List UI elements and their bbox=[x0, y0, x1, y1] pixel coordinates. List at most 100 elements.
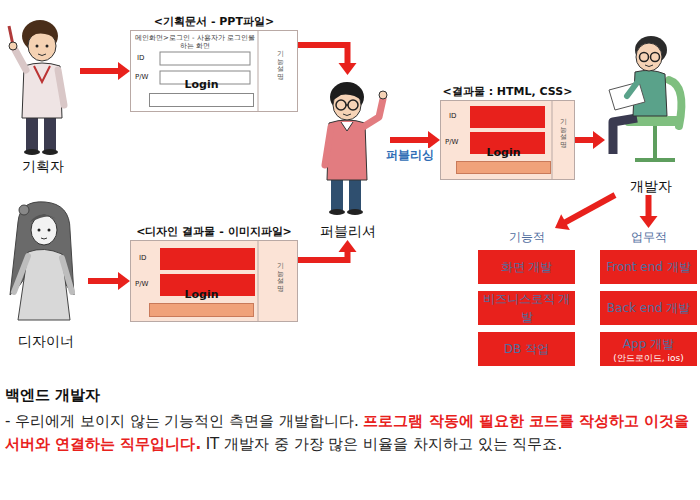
person-figure: 디자이너 bbox=[3, 200, 88, 350]
flow-arrow bbox=[298, 240, 357, 260]
task-box: Back end 개발 bbox=[600, 291, 697, 325]
flow-arrow bbox=[640, 195, 658, 228]
shoe bbox=[42, 149, 58, 155]
mockup-ground bbox=[130, 30, 298, 112]
screen-mockup: <기획문서 - PPT파일>메인화면>로그인 - 사용자가 로그인을 하는 화면… bbox=[130, 30, 298, 112]
mockup-ground bbox=[440, 100, 575, 180]
arrow-head bbox=[428, 131, 440, 149]
mouth bbox=[41, 238, 47, 239]
input-field bbox=[160, 52, 250, 65]
mouth bbox=[343, 114, 351, 116]
glasses bbox=[651, 53, 660, 62]
publisher-figure bbox=[325, 82, 387, 215]
screen-mockups bbox=[130, 30, 575, 322]
task-box: 비즈니스로직 개발 bbox=[478, 291, 575, 325]
node-text: 디자이너 bbox=[0, 333, 94, 350]
node-text: Front end 개발 bbox=[606, 258, 691, 276]
node-text: 기획자 bbox=[0, 158, 86, 175]
input-field bbox=[160, 248, 255, 270]
person-figure: 기획자 bbox=[5, 10, 80, 175]
arrow-head bbox=[339, 240, 357, 252]
arrow-head bbox=[339, 63, 357, 75]
shoe bbox=[329, 209, 345, 215]
arrow-head bbox=[593, 131, 605, 149]
flow-arrow bbox=[575, 131, 605, 149]
role-column: 기능적화면 개발비즈니스로직 개발 DB 작업 bbox=[478, 228, 575, 368]
eye bbox=[38, 229, 41, 232]
leg bbox=[331, 180, 343, 210]
arm bbox=[627, 80, 639, 96]
login-button: Login bbox=[149, 303, 254, 317]
flow-arrow bbox=[298, 45, 357, 75]
node-subtext: (안드로이드, ios) bbox=[613, 353, 683, 363]
body-text: IT 개발자 중 가장 많은 비율을 차지하고 있는 직무죠. bbox=[206, 435, 563, 453]
hair-ornament bbox=[19, 205, 29, 215]
collar bbox=[341, 122, 353, 131]
flow-arrow bbox=[88, 272, 130, 290]
column-label: 기능설명 bbox=[560, 119, 567, 150]
arm bbox=[14, 48, 26, 70]
hand bbox=[9, 42, 17, 50]
node-text: Back end 개발 bbox=[607, 299, 690, 317]
task-box: 화면 개발 bbox=[478, 250, 575, 284]
leg bbox=[613, 118, 637, 154]
login-button: Login bbox=[149, 93, 254, 107]
node-text: <결과물 : HTML, CSS> bbox=[429, 85, 586, 98]
chair-base bbox=[635, 158, 675, 162]
screen-mockup: <결과물 : HTML, CSS>LoginIDP/W기능설명 bbox=[440, 100, 575, 180]
screen-mockup: <디자인 결과물 - 이미지파일>LoginIDP/W기능설명 bbox=[130, 240, 298, 322]
column-label: 기능설명 bbox=[277, 51, 284, 82]
hair bbox=[30, 214, 58, 222]
mockup-ground bbox=[130, 240, 298, 322]
node-text: Login bbox=[138, 78, 265, 91]
person-figure: 퍼블리셔 bbox=[305, 75, 390, 240]
body-paragraph: - 우리에게 보이지 않는 기능적인 측면을 개발합니다.프로그램 작동에 필요… bbox=[5, 410, 693, 457]
task-box: DB 작업 bbox=[478, 332, 575, 366]
flow-arrow bbox=[555, 195, 615, 230]
column-label: 기능설명 bbox=[277, 263, 284, 294]
chair-leg bbox=[653, 126, 657, 158]
eye bbox=[36, 45, 39, 48]
node-text: App 개발 bbox=[623, 335, 674, 353]
flow-arrow bbox=[80, 62, 130, 80]
face bbox=[636, 43, 662, 71]
arrow-line bbox=[646, 195, 652, 217]
arrow-line bbox=[575, 137, 594, 143]
mouth bbox=[38, 54, 46, 56]
arrow-line bbox=[80, 68, 119, 74]
arrow-head bbox=[118, 62, 130, 80]
column-divider bbox=[552, 100, 553, 180]
field-label: ID bbox=[137, 55, 144, 62]
mouth bbox=[645, 65, 653, 67]
field-label: P/W bbox=[135, 74, 149, 81]
node-text: 화면 개발 bbox=[501, 258, 553, 276]
node-text: 기능적 bbox=[478, 228, 575, 246]
planner-figure bbox=[9, 20, 64, 155]
hair bbox=[26, 24, 56, 40]
arm bbox=[363, 99, 383, 127]
eye bbox=[48, 229, 51, 232]
eye bbox=[46, 45, 49, 48]
leg bbox=[44, 118, 56, 150]
arm bbox=[62, 258, 72, 292]
node-subtext: 메인화면>로그인 - 사용자가 로그인을 하는 화면 bbox=[133, 34, 257, 50]
hand bbox=[379, 91, 387, 99]
shoe bbox=[347, 209, 363, 215]
arm bbox=[58, 70, 64, 105]
node-text: DB 작업 bbox=[504, 340, 549, 358]
hair bbox=[332, 86, 362, 101]
leg bbox=[349, 180, 361, 210]
role-column: 업무적Front end 개발Back end 개발App 개발(안드로이드, … bbox=[600, 228, 697, 368]
designer-figure bbox=[10, 202, 74, 320]
node-text: 퍼블리셔 bbox=[299, 223, 396, 240]
flow-arrow bbox=[390, 131, 440, 149]
arrow-line bbox=[88, 278, 119, 284]
glasses bbox=[640, 53, 649, 62]
collar bbox=[34, 66, 50, 82]
glasses bbox=[348, 100, 358, 110]
field-label: P/W bbox=[445, 139, 459, 146]
column-divider bbox=[258, 240, 259, 322]
arrow-line bbox=[565, 195, 615, 223]
node-text: 비즈니스로직 개발 bbox=[481, 290, 572, 326]
